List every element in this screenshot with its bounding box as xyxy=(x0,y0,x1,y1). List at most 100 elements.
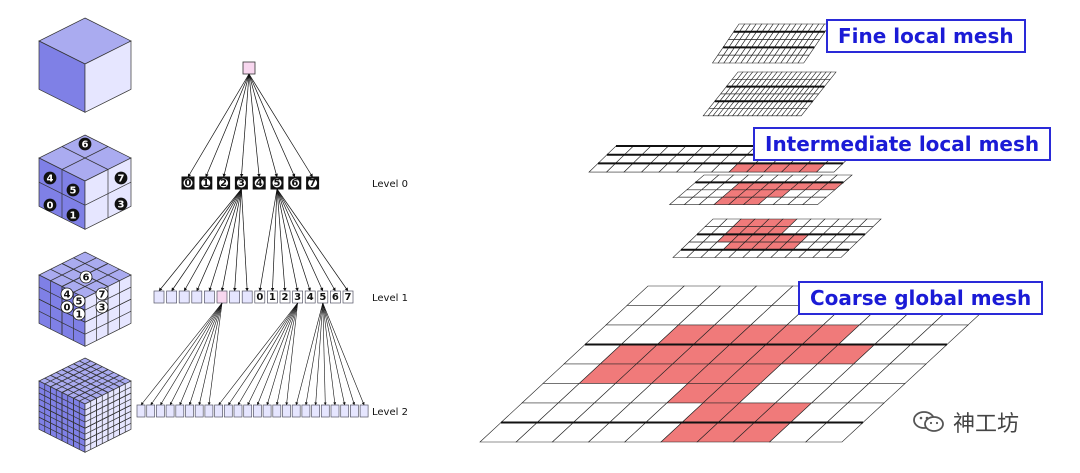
level1-node-label: 1 xyxy=(269,292,276,303)
fine-local-mesh-lower xyxy=(702,71,837,117)
level2-node xyxy=(272,404,282,418)
level2-node xyxy=(320,404,330,418)
tree-edge xyxy=(183,188,242,292)
cube2-octant-label: 7 xyxy=(99,290,106,301)
intermediate-mesh-label: Intermediate local mesh xyxy=(753,127,1052,161)
tree-edge xyxy=(239,73,250,178)
tree-edge xyxy=(237,302,298,406)
cube1-octant-label: 6 xyxy=(82,140,89,151)
level0-node-label: 4 xyxy=(256,178,263,189)
tree-edge xyxy=(276,188,299,292)
level-label: Level 2 xyxy=(372,407,408,418)
cube-subdivision-line xyxy=(61,146,109,170)
level0-node-label: 2 xyxy=(220,178,227,189)
level-label: Level 1 xyxy=(372,293,408,304)
tree-edge xyxy=(276,188,287,292)
cube-subdivision-line xyxy=(84,416,132,441)
tree-edge xyxy=(285,302,298,406)
level1-node xyxy=(153,290,165,304)
tree-edge xyxy=(276,188,311,292)
intermediate-mesh-lower xyxy=(672,218,882,258)
level1-node xyxy=(216,290,228,304)
level1-node xyxy=(191,290,203,304)
level2-node xyxy=(253,404,262,418)
level2-node xyxy=(194,404,204,418)
tree-edge xyxy=(222,73,250,178)
cube2-octant-label: 0 xyxy=(64,303,71,314)
cube1-octant-label-circle xyxy=(114,197,128,211)
level1-node xyxy=(267,290,278,304)
tree-edge xyxy=(322,302,365,406)
tree-edge xyxy=(247,302,298,406)
cube1-octant-label: 1 xyxy=(70,211,77,222)
level0-node-label: 1 xyxy=(202,178,209,189)
cube2-octant-label-circle xyxy=(72,307,86,321)
cube-right-face xyxy=(84,40,132,113)
cube2-octant-label-circle xyxy=(60,287,74,301)
level1-node-label: 3 xyxy=(294,292,301,303)
fine-local-mesh-upper xyxy=(711,23,831,64)
cube-subdivision-line xyxy=(61,369,109,393)
cube1-octant-label-circle xyxy=(114,171,128,185)
cube-subdivision-line xyxy=(50,374,97,399)
cube-subdivision-line xyxy=(84,310,132,335)
mesh-cell xyxy=(801,196,828,205)
mesh-cell xyxy=(795,108,808,117)
tree-edge xyxy=(179,302,223,406)
cube1-octant-label: 4 xyxy=(47,174,54,185)
tree-edge xyxy=(171,188,242,292)
tree-edge xyxy=(248,73,261,178)
cube-level-3 xyxy=(38,357,132,453)
level0-node-badge xyxy=(254,178,264,188)
level1-node xyxy=(229,290,240,304)
level1-node xyxy=(342,290,354,304)
cube2-octant-label-circle xyxy=(79,270,93,284)
level2-node xyxy=(291,404,301,418)
level2-node xyxy=(340,404,350,418)
level2-node xyxy=(262,404,272,418)
cube1-octant-label: 3 xyxy=(118,200,125,211)
level1-node-label: 4 xyxy=(307,292,314,303)
level2-node xyxy=(243,404,253,418)
tree-edge xyxy=(220,188,242,292)
level1-node xyxy=(330,290,341,304)
level0-node-badge xyxy=(219,178,229,188)
cube-subdivision-line xyxy=(44,377,91,402)
level2-node xyxy=(165,404,175,418)
tree-edge xyxy=(208,188,242,292)
level2-node xyxy=(359,404,369,418)
level1-node xyxy=(166,290,177,304)
level1-node xyxy=(204,290,215,304)
tree-edge xyxy=(248,73,313,178)
cube-subdivision-line xyxy=(50,268,97,293)
tree-edge xyxy=(276,188,336,292)
tree-edge xyxy=(256,302,298,406)
level1-node xyxy=(254,290,266,304)
tree-edge xyxy=(198,302,223,406)
cube2-octant-label: 5 xyxy=(76,297,83,308)
tree-edge xyxy=(233,188,242,292)
level0-node-label: 6 xyxy=(291,178,298,189)
tree-edge xyxy=(218,302,298,406)
cube2-octant-label: 6 xyxy=(83,273,90,284)
fine-mesh-label: Fine local mesh xyxy=(826,19,1026,53)
tree-edge xyxy=(276,188,349,292)
cube2-octant-label: 1 xyxy=(76,310,83,321)
tree-edge xyxy=(304,302,324,406)
watermark-text: 神工坊 xyxy=(953,412,1020,437)
tree-edge xyxy=(228,302,298,406)
cube1-octant-label-circle xyxy=(43,198,57,212)
cube-subdivision-line xyxy=(38,416,86,441)
level1-node-label: 5 xyxy=(319,292,326,303)
level1-node-label: 0 xyxy=(256,292,263,303)
level2-node xyxy=(214,404,223,418)
tree-edge xyxy=(248,73,278,178)
level2-node xyxy=(156,404,165,418)
level0-node-badge xyxy=(236,178,246,188)
level1-node xyxy=(279,290,291,304)
tree-edge xyxy=(275,302,298,406)
cube-subdivision-line xyxy=(67,372,114,396)
